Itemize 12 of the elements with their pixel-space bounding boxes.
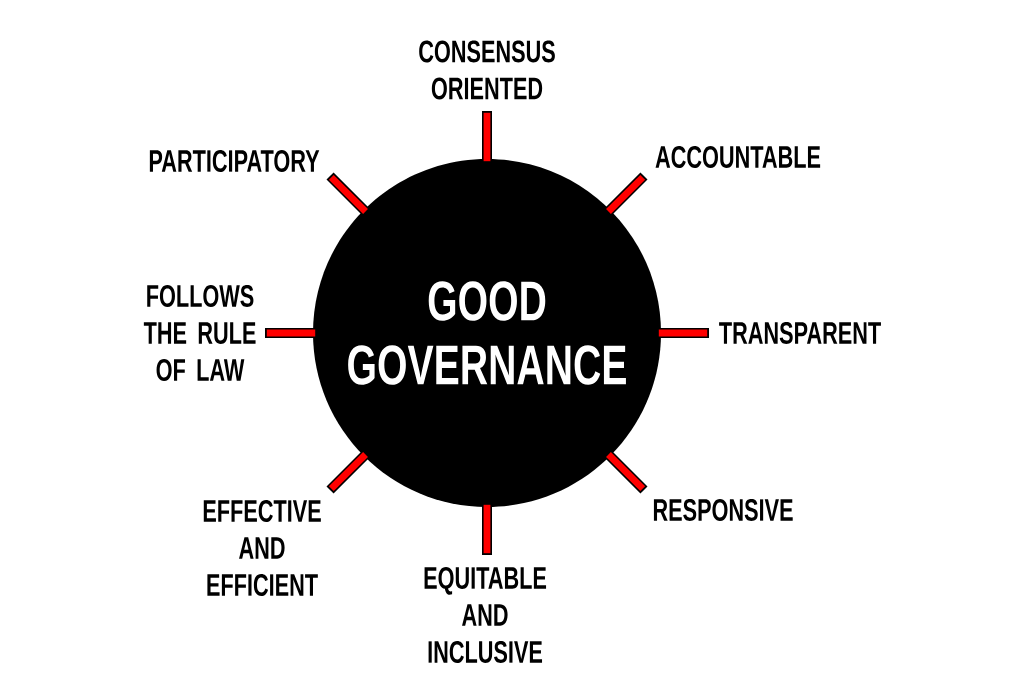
spoke-bar <box>482 111 492 163</box>
label-text: CONSENSUS ORIENTED <box>419 40 555 100</box>
spoke-bar <box>326 449 371 494</box>
label-text: EQUITABLE AND INCLUSIVE <box>424 567 547 663</box>
spoke-bar <box>657 328 709 338</box>
spoke-bar <box>603 449 648 494</box>
spoke-bar <box>265 328 317 338</box>
label-text: TRANSPARENT <box>719 322 881 344</box>
label-text: FOLLOWS THE RULE OF LAW <box>143 285 256 381</box>
spoke-bar <box>326 172 371 217</box>
spoke-bar <box>603 172 648 217</box>
spoke-bar <box>482 503 492 555</box>
